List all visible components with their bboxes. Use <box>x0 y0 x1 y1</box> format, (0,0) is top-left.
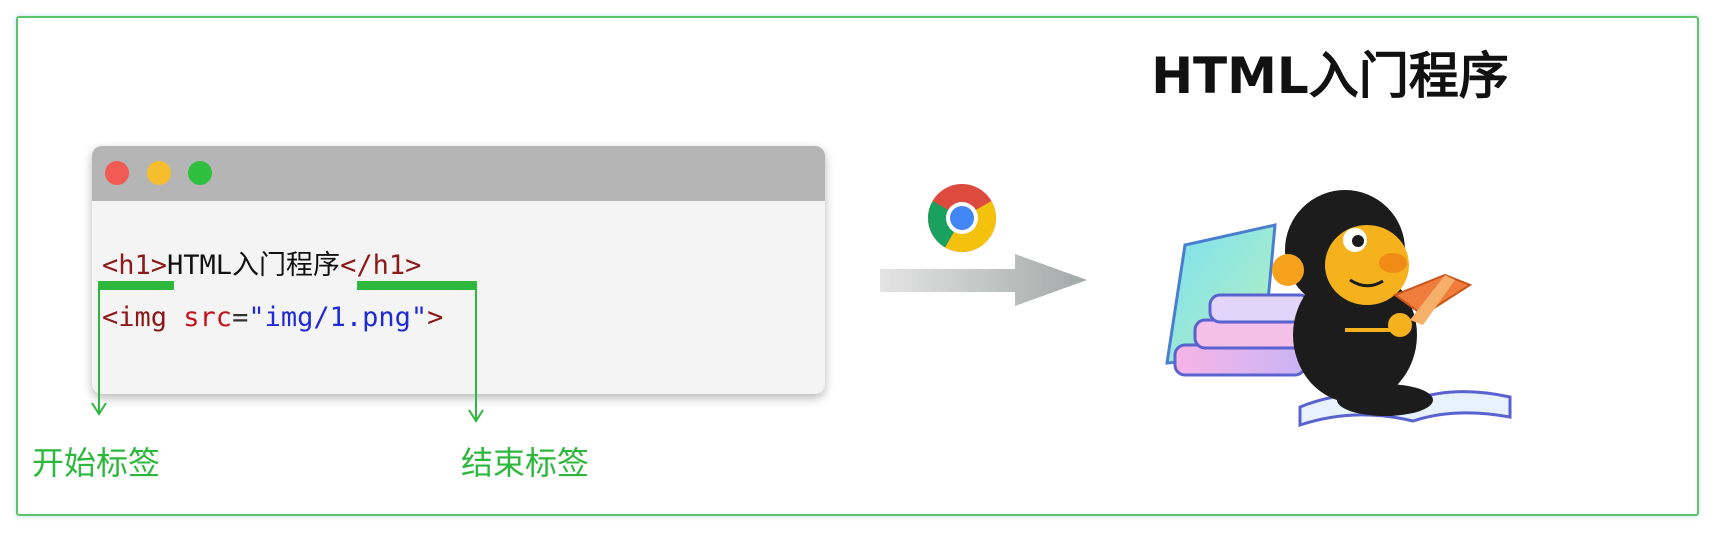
close-dot-icon <box>105 161 129 185</box>
right-arrow-icon <box>880 254 1087 306</box>
img-value: "img/1.png" <box>248 302 428 333</box>
diagram-frame <box>16 16 1699 516</box>
chrome-icon <box>928 184 996 252</box>
img-attr: src <box>183 302 233 333</box>
window-titlebar <box>92 146 825 201</box>
code-line-h1: <h1>HTML入门程序</h1> <box>102 252 421 279</box>
img-open: <img <box>102 302 168 333</box>
h1-close-tag: </h1> <box>340 250 422 281</box>
start-tag-label: 开始标签 <box>32 444 161 482</box>
maximize-dot-icon <box>188 161 212 185</box>
end-tag-label: 结束标签 <box>461 444 590 482</box>
diagram-title: HTML入门程序 <box>1151 47 1509 105</box>
h1-text: HTML入门程序 <box>167 250 341 281</box>
code-window: <h1>HTML入门程序</h1> <img src="img/1.png"> <box>92 146 825 394</box>
h1-open-tag: <h1> <box>102 250 168 281</box>
code-line-img: <img src="img/1.png"> <box>102 304 443 331</box>
start-tag-underline <box>98 281 174 290</box>
monkey-reading-icon <box>1165 190 1512 428</box>
img-close: > <box>427 302 444 333</box>
minimize-dot-icon <box>147 161 171 185</box>
end-tag-underline <box>357 281 477 290</box>
img-eq: = <box>232 302 249 333</box>
